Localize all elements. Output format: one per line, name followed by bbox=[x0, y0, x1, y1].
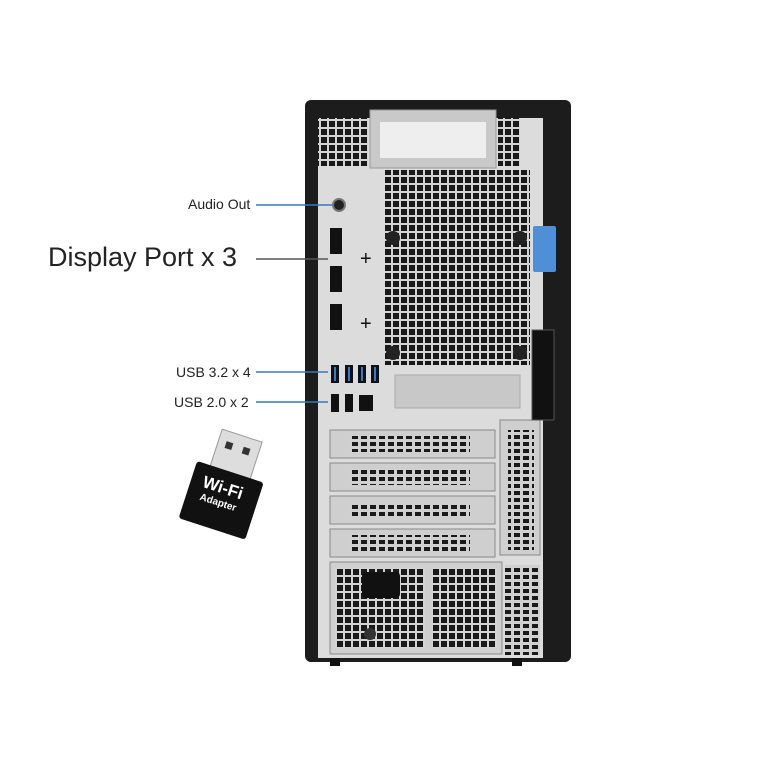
displayport-3 bbox=[330, 304, 342, 330]
displayport-2 bbox=[330, 266, 342, 292]
usb20-label: USB 2.0 x 2 bbox=[174, 394, 249, 410]
usb32-label: USB 3.2 x 4 bbox=[176, 364, 251, 380]
handle-inner bbox=[380, 122, 486, 158]
label-plate bbox=[394, 374, 521, 409]
power-socket bbox=[362, 572, 400, 598]
ethernet-port bbox=[359, 395, 373, 411]
svg-text:+: + bbox=[360, 313, 372, 335]
usb20-ports bbox=[331, 394, 373, 412]
svg-text:+: + bbox=[360, 248, 372, 270]
wifi-dongle bbox=[179, 428, 263, 539]
displayport-1 bbox=[330, 228, 342, 254]
top-vent-right bbox=[498, 118, 520, 166]
expansion-slots bbox=[329, 419, 541, 558]
fan-vent bbox=[385, 170, 530, 365]
top-vent-left bbox=[318, 118, 368, 166]
latch bbox=[533, 226, 556, 272]
callout-lines bbox=[256, 204, 332, 403]
usb32-ports bbox=[331, 365, 379, 383]
display-port-label: Display Port x 3 bbox=[48, 242, 238, 272]
audio-jack bbox=[332, 198, 346, 212]
audio-out-label: Audio Out bbox=[188, 196, 251, 212]
